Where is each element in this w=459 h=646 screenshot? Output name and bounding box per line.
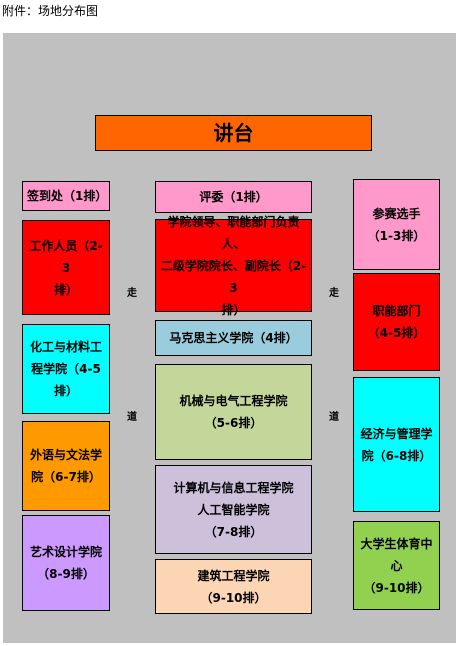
right-seat-block-2: 职能部门 （4-5排） <box>353 273 440 371</box>
center-seat-block-1: 评委（1排） <box>155 181 312 213</box>
seat-block-label-line: 参赛选手 <box>372 206 421 221</box>
left-aisle-label-walk: 走 <box>127 288 137 299</box>
seat-block-label-line: 学院领导、职能部门负责人、 <box>167 214 300 251</box>
seat-block-label-line: （1-3排） <box>367 228 426 243</box>
seat-block-label-line: 职能部门 <box>372 304 421 318</box>
seat-block-label-line: （5-6排） <box>204 416 263 430</box>
right-seat-block-1: 参赛选手 （1-3排） <box>353 179 440 270</box>
center-seat-block-6: 建筑工程学院 （9-10排） <box>155 559 312 614</box>
seat-block-label-line: 院（6-7排） <box>31 470 101 484</box>
center-seat-block-3: 马克思主义学院（4排） <box>155 320 312 356</box>
seat-block-label-line: （9-10排） <box>363 580 430 595</box>
left-seat-block-5: 艺术设计学院 （8-9排） <box>22 515 110 611</box>
right-aisle-label-walk: 走 <box>329 288 339 299</box>
right-aisle-label-road: 道 <box>329 412 339 423</box>
seat-block-label-line: （8-9排） <box>37 567 95 581</box>
right-seat-block-4: 大学生体育中心 （9-10排） <box>353 521 440 610</box>
seat-block-label-line: 建筑工程学院 <box>197 568 270 583</box>
seat-block-label-line: 排） <box>53 384 78 398</box>
seat-block-label-line: 程学院（4-5 <box>31 362 101 376</box>
center-seat-block-2: 学院领导、职能部门负责人、二级学院院长、副院长（2-3 排） <box>155 215 312 317</box>
page-caption: 附件：场地分布图 <box>2 4 99 18</box>
podium: 讲台 <box>95 115 372 151</box>
podium-label: 讲台 <box>213 121 254 145</box>
seat-block-label-line: 艺术设计学院 <box>29 545 102 559</box>
venue-layout-area: 讲台 签到处（1排） 工作人员（2-3 排） 化工与材料工程学院（4-5 排） 外语与文法… <box>3 33 456 643</box>
seat-block-label-line: 签到处（1排） <box>27 189 108 203</box>
seat-block-label-line: 机械与电气工程学院 <box>179 394 288 408</box>
center-seat-block-4: 机械与电气工程学院 （5-6排） <box>155 364 312 460</box>
seat-block-label-line: 经济与管理学 <box>360 426 433 441</box>
seat-block-label-line: 人工智能学院 <box>197 502 270 517</box>
seat-block-label-line: 化工与材料工 <box>29 340 102 354</box>
seat-block-label-line: 工作人员（2-3 <box>29 238 103 275</box>
seat-block-label-line: 排） <box>221 302 246 317</box>
right-seat-block-3: 经济与管理学院（6-8排） <box>353 377 440 512</box>
seat-block-label-line: 二级学院院长、副院长（2-3 <box>160 258 307 295</box>
seat-block-label-line: 外语与文法学 <box>29 448 102 462</box>
seat-block-label-line: 排） <box>53 282 78 297</box>
seat-block-label-line: 院（6-8排） <box>361 448 432 463</box>
seat-block-label-line: （4-5排） <box>367 326 426 340</box>
left-seat-block-4: 外语与文法学院（6-7排） <box>22 421 110 511</box>
seat-block-label-line: （9-10排） <box>200 590 267 605</box>
left-aisle-label-road: 道 <box>127 412 137 423</box>
center-seat-block-5: 计算机与信息工程学院人工智能学院 （7-8排） <box>155 465 312 554</box>
seat-block-label-line: 计算机与信息工程学院 <box>173 480 294 495</box>
seat-block-label-line: 心 <box>390 558 403 573</box>
left-seat-block-3: 化工与材料工程学院（4-5 排） <box>22 324 110 414</box>
left-seat-block-2: 工作人员（2-3 排） <box>22 220 110 315</box>
seat-block-label-line: 评委（1排） <box>199 190 268 204</box>
seat-block-label-line: 马克思主义学院（4排） <box>169 331 298 345</box>
seat-block-label-line: （7-8排） <box>204 524 263 539</box>
seat-block-label-line: 大学生体育中 <box>360 536 433 551</box>
left-seat-block-1: 签到处（1排） <box>22 181 110 211</box>
